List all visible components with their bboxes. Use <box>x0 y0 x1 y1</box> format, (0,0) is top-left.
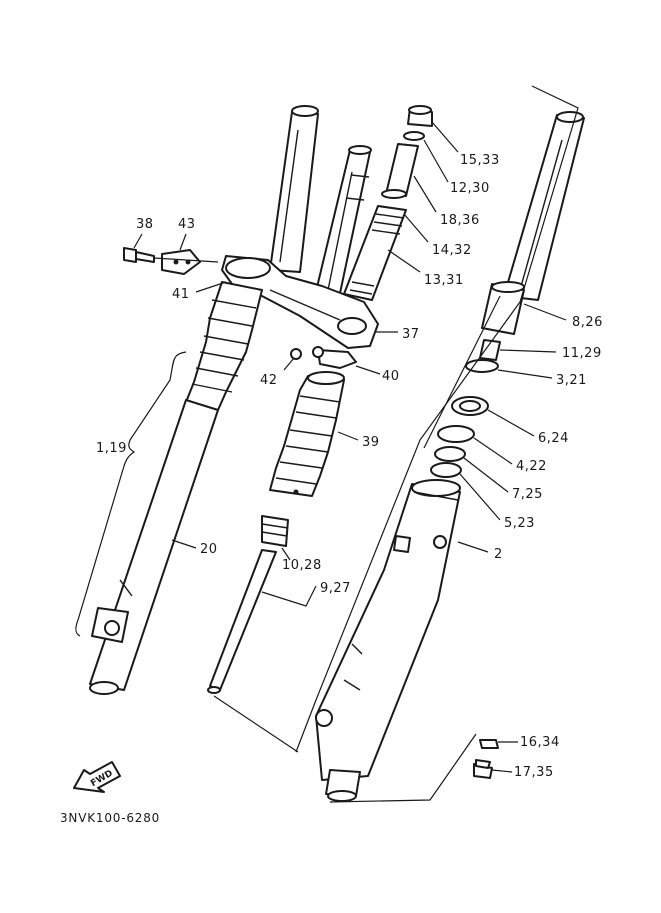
clamp-40 <box>312 346 357 369</box>
callout-17-35: 17,35 <box>514 765 554 780</box>
leader-41 <box>195 281 227 293</box>
leader-826 <box>523 303 567 321</box>
callout-11-29: 11,29 <box>562 346 602 361</box>
seal-clip-5 <box>430 462 462 478</box>
callout-9-27: 9,27 <box>320 581 351 596</box>
callout-7-25: 7,25 <box>512 487 543 502</box>
callout-39: 39 <box>362 435 380 450</box>
leader-38 <box>133 233 143 249</box>
leader-1836 <box>413 175 437 213</box>
guide-line-right-tube <box>423 295 501 449</box>
callout-15-33: 15,33 <box>460 153 500 168</box>
callout-16-34: 16,34 <box>520 735 560 750</box>
leader-321 <box>497 369 553 379</box>
callout-5-23: 5,23 <box>504 516 535 531</box>
callout-10-28: 10,28 <box>282 558 322 573</box>
right-outer-tube <box>315 479 461 802</box>
left-inner-tube <box>269 105 319 273</box>
seal-clip-7 <box>434 446 466 462</box>
oil-seal-washer <box>437 425 475 443</box>
bracket-43 <box>161 249 201 275</box>
slide-metal <box>479 339 501 361</box>
guide-line-right <box>295 85 579 753</box>
callout-37: 37 <box>402 327 420 342</box>
callout-42: 42 <box>260 373 278 388</box>
center-inner-tube <box>311 145 372 313</box>
leader-1735 <box>491 769 513 773</box>
leader-43 <box>179 233 187 251</box>
washer-16 <box>479 739 499 749</box>
callout-2: 2 <box>494 547 503 562</box>
nut-42 <box>290 348 302 360</box>
cap-bolt <box>407 105 433 127</box>
leader-1533 <box>431 121 459 153</box>
callout-18-36: 18,36 <box>440 213 480 228</box>
leader-1129 <box>499 349 557 353</box>
callout-20: 20 <box>200 542 218 557</box>
callout-3-21: 3,21 <box>556 373 587 388</box>
right-inner-tube <box>503 111 585 301</box>
callout-41: 41 <box>172 287 190 302</box>
spacer-collar <box>385 143 419 197</box>
callout-6-24: 6,24 <box>538 431 569 446</box>
leader-1230 <box>423 139 449 183</box>
callout-38: 38 <box>136 217 154 232</box>
guide-line-drain <box>329 733 477 803</box>
o-ring <box>403 131 425 141</box>
oil-lock-piece <box>481 281 525 335</box>
leader-39 <box>337 431 359 441</box>
callout-1-19: 1,19 <box>96 441 127 456</box>
callout-13-31: 13,31 <box>424 273 464 288</box>
leader-2 <box>457 541 489 553</box>
diagram-code: 3NVK100-6280 <box>60 811 160 825</box>
callout-8-26: 8,26 <box>572 315 603 330</box>
left-outer-tube <box>89 399 219 695</box>
guide-line-bottom <box>213 695 299 753</box>
bolt-38 <box>123 247 155 263</box>
left-fork-boot <box>185 281 263 411</box>
leader-1432 <box>403 213 429 243</box>
leader-40 <box>355 365 381 375</box>
leader-624 <box>487 409 535 437</box>
circlip-ring <box>465 359 499 373</box>
guide-line-bolt <box>153 257 219 263</box>
fork-spring <box>343 205 407 301</box>
leader-422 <box>473 437 513 465</box>
leader-523 <box>459 473 501 521</box>
leader-42 <box>283 357 295 371</box>
callout-4-22: 4,22 <box>516 459 547 474</box>
bolt-17 <box>473 759 493 779</box>
callout-12-30: 12,30 <box>450 181 490 196</box>
leader-725 <box>463 457 509 493</box>
oil-seal-inner <box>459 400 481 412</box>
leader-1331 <box>387 249 421 273</box>
fwd-arrow-icon: FWD <box>73 761 121 793</box>
callout-43: 43 <box>178 217 196 232</box>
callout-14-32: 14,32 <box>432 243 472 258</box>
leader-1028 <box>281 547 291 561</box>
callout-40: 40 <box>382 369 400 384</box>
brace-1-19 <box>75 351 187 637</box>
leader-927 <box>261 585 317 607</box>
leader-20 <box>171 539 197 549</box>
damper-rod <box>207 515 289 694</box>
center-fork-boot <box>269 371 345 497</box>
spring-seat <box>381 189 407 199</box>
